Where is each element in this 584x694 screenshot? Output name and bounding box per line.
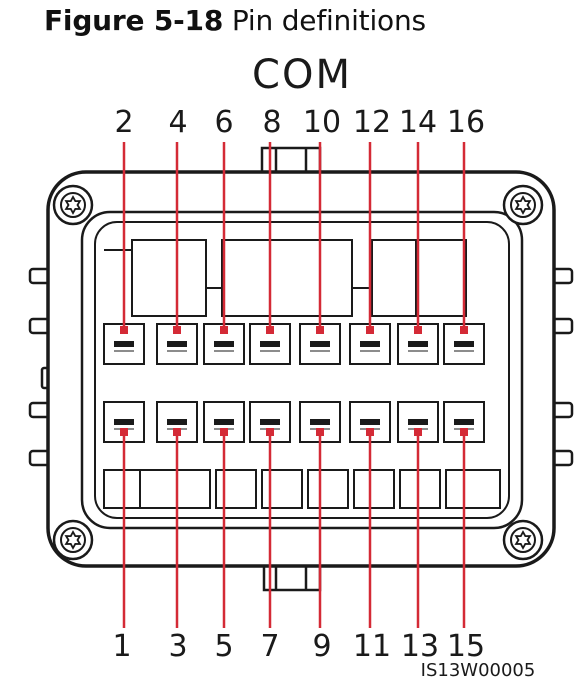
bottom-pin-label: 11 <box>353 629 391 664</box>
torx-recess <box>514 530 532 550</box>
screw-ring <box>60 192 86 218</box>
lower-cavities <box>103 469 501 509</box>
pin-contact <box>167 419 187 425</box>
figure-title: Pin definitions <box>231 4 426 37</box>
bottom-pin-cell <box>156 401 198 443</box>
top-pin-cell <box>203 323 245 365</box>
bottom-pin-label: 1 <box>112 629 131 664</box>
pin-contact <box>408 419 428 425</box>
screw-ring <box>510 192 536 218</box>
pin-contact <box>214 341 234 347</box>
bottom-pin-marker <box>266 428 274 436</box>
bottom-pin-label: 13 <box>401 629 439 664</box>
pin-contact <box>454 341 474 347</box>
lower-cavity <box>261 469 303 509</box>
bottom-pin-label: 7 <box>260 629 279 664</box>
top-pin-marker <box>316 326 324 334</box>
screw <box>502 184 544 226</box>
top-pin-marker <box>220 326 228 334</box>
screw-head <box>502 519 544 561</box>
top-pin-marker <box>173 326 181 334</box>
screw-head <box>52 184 94 226</box>
bottom-pin-label: 9 <box>312 629 331 664</box>
top-pin-label: 14 <box>399 105 437 140</box>
lower-cavity <box>307 469 349 509</box>
torx-recess <box>514 195 532 215</box>
lower-cavity <box>139 469 211 509</box>
bottom-pin-marker <box>460 428 468 436</box>
bottom-pin-marker <box>366 428 374 436</box>
lower-cavity <box>399 469 441 509</box>
pin-contact <box>214 419 234 425</box>
bottom-pin-label: 15 <box>447 629 485 664</box>
screw <box>52 184 94 226</box>
housing-inner-rim <box>80 210 524 530</box>
top-pin-label: 4 <box>168 105 187 140</box>
pin-contact <box>260 341 280 347</box>
pin-contact <box>408 341 428 347</box>
top-pin-marker <box>120 326 128 334</box>
corner-screws <box>52 184 544 561</box>
screw-ring <box>510 527 536 553</box>
top-pin-marker <box>266 326 274 334</box>
figure-number: Figure 5-18 <box>44 4 224 37</box>
top-pin-marker <box>366 326 374 334</box>
lower-cavity <box>445 469 501 509</box>
screw <box>52 519 94 561</box>
upper-keying-cavities <box>104 239 467 317</box>
top-pin-label: 6 <box>214 105 233 140</box>
screw-head <box>52 519 94 561</box>
pin-contact <box>310 341 330 347</box>
top-pin-label: 8 <box>262 105 281 140</box>
top-pin-label: 10 <box>303 105 341 140</box>
screw-head <box>502 184 544 226</box>
bottom-pin-marker <box>173 428 181 436</box>
top-pin-label: 16 <box>447 105 485 140</box>
lower-cavity <box>215 469 257 509</box>
top-pin-label: 2 <box>114 105 133 140</box>
bottom-pin-marker <box>316 428 324 436</box>
port-label: COM <box>252 52 352 98</box>
bottom-pin-cell <box>443 401 485 443</box>
pin-contact <box>360 341 380 347</box>
pin-contact <box>310 419 330 425</box>
top-pin-lines <box>120 142 468 334</box>
bottom-pin-label: 5 <box>214 629 233 664</box>
top-pin-label: 12 <box>353 105 391 140</box>
pin-cells <box>103 323 485 443</box>
image-code: IS13W00005 <box>421 660 536 681</box>
figure-caption: Figure 5-18 Pin definitions <box>44 4 426 37</box>
bottom-pin-marker <box>414 428 422 436</box>
pin-contact <box>114 419 134 425</box>
bottom-pin-label: 3 <box>168 629 187 664</box>
housing-inner-wall <box>94 221 510 519</box>
connector-housing <box>46 170 556 568</box>
pin-contact <box>260 419 280 425</box>
top-pin-marker <box>460 326 468 334</box>
torx-recess <box>64 195 82 215</box>
pin-contact <box>360 419 380 425</box>
torx-recess <box>64 530 82 550</box>
top-pin-marker <box>414 326 422 334</box>
bottom-pin-lines <box>120 428 468 628</box>
screw <box>502 519 544 561</box>
pin-contact <box>114 341 134 347</box>
pin-contact <box>454 419 474 425</box>
bottom-pin-marker <box>220 428 228 436</box>
bottom-pin-marker <box>120 428 128 436</box>
lower-cavity <box>353 469 395 509</box>
pin-contact <box>167 341 187 347</box>
screw-ring <box>60 527 86 553</box>
